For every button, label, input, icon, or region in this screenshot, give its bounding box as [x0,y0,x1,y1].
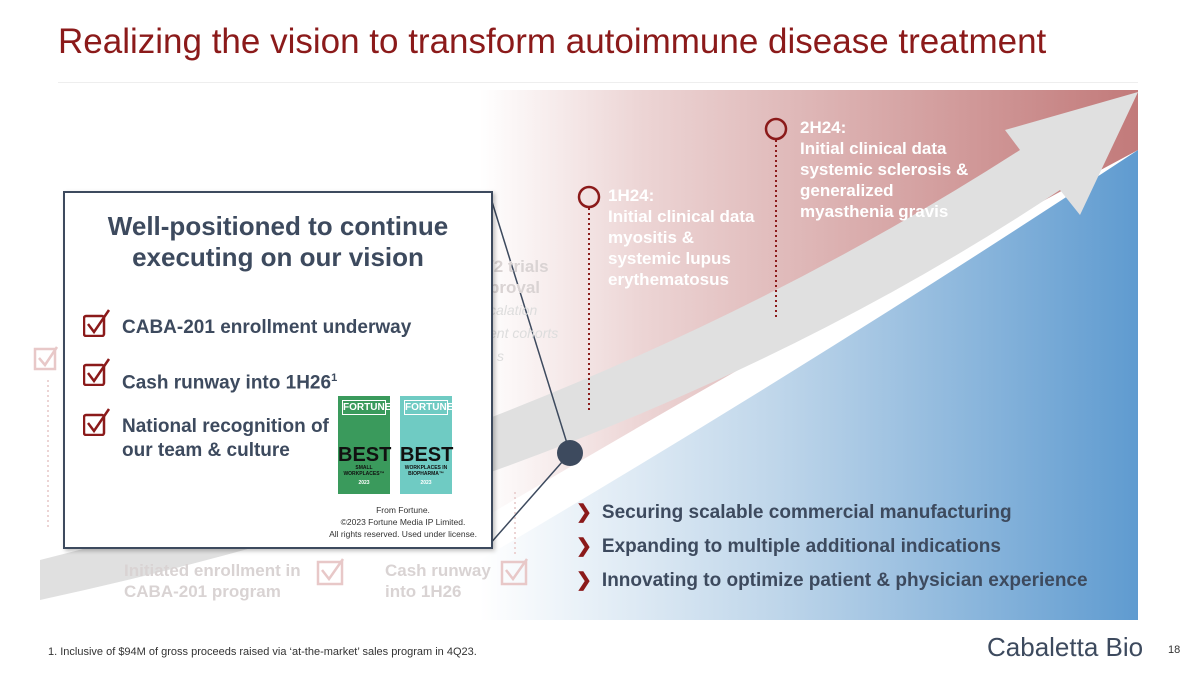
badge-brand: FORTUNE [342,400,392,415]
badge-best: BEST [338,444,392,466]
badge-best: BEST [400,444,454,466]
company-logo: Cabaletta Bio [987,632,1144,662]
milestone-1h24-marker [577,185,601,209]
callout-title: Well-positioned to continue executing on… [107,211,449,272]
callout-item: National recognition of our team & cultu… [122,416,329,461]
page-number: 18 [1168,644,1181,656]
badge-sub: SMALL WORKPLACES™ [343,465,385,477]
faded-text: s [497,348,504,364]
chevron-right-icon: ❯ [576,502,592,523]
chevron-right-icon: ❯ [576,570,592,591]
current-position-marker [557,440,583,466]
bullet-text: Expanding to multiple additional indicat… [601,536,1001,557]
faded-milestone-cash: Cash runway into 1H26 [385,561,491,601]
faded-text: ent cohorts [489,325,559,341]
milestone-2h24-text: Initial clinical data systemic sclerosis… [800,139,969,221]
checkbox-checked-icon [83,358,111,386]
bullet-item: ❯ Innovating to optimize patient & physic… [576,569,1088,592]
callout-box: Well-positioned to continue executing on… [63,191,493,549]
chevron-right-icon: ❯ [576,536,592,557]
slide-title: Realizing the vision to transform autoim… [58,22,1047,61]
faded-text: /2 trials [489,257,549,276]
credit-line: ©2023 Fortune Media IP Limited. [340,517,466,527]
milestone-2h24-label: 2H24: [800,118,847,137]
faded-text: proval [489,278,541,297]
milestone-1h24-label: 1H24: [608,186,655,205]
credit-line: All rights reserved. Used under license. [329,529,477,539]
title-divider [58,82,1138,83]
lower-region [480,150,1138,620]
callout-item: Cash runway into 1H261 [122,366,337,395]
badge-year: 2023 [420,480,432,486]
milestone-1h24-text: Initial clinical data myositis & systemi… [608,207,755,289]
bullet-text: Securing scalable commercial manufacturi… [601,502,1012,523]
milestone-2h24-marker [764,117,788,141]
bullet-item: ❯ Expanding to multiple additional indica… [576,535,1001,558]
callout-item: CABA-201 enrollment underway [122,317,412,338]
fortune-badge-small-workplaces: FORTUNE BEST SMALL WORKPLACES™ 2023 [338,396,392,494]
callout-item-text: Cash runway into 1H26 [122,372,332,394]
growth-arrow [40,92,1138,600]
footnote: 1. Inclusive of $94M of gross proceeds r… [48,646,477,658]
checkbox-checked-icon [83,408,111,436]
badge-brand: FORTUNE [404,400,454,415]
bullet-item: ❯ Securing scalable commercial manufactur… [576,501,1012,524]
badge-year: 2023 [358,480,370,486]
milestone-2h24: 2H24: Initial clinical data systemic scl… [800,117,970,222]
faded-text: calation [489,302,538,318]
milestone-1h24: 1H24: Initial clinical data myositis & s… [608,185,768,290]
badge-sub: WORKPLACES IN BIOPHARMA™ [404,465,448,477]
footnote-marker: 1 [331,372,338,384]
fortune-credit: From Fortune. ©2023 Fortune Media IP Lim… [315,504,491,540]
credit-line: From Fortune. [376,505,430,515]
fortune-badge-biopharma: FORTUNE BEST WORKPLACES IN BIOPHARMA™ 20… [400,396,454,494]
faded-milestone-enrollment: Initiated enrollment in CABA-201 program [124,561,301,601]
bullet-text: Innovating to optimize patient & physici… [601,570,1088,591]
checkbox-checked-icon [83,309,111,337]
